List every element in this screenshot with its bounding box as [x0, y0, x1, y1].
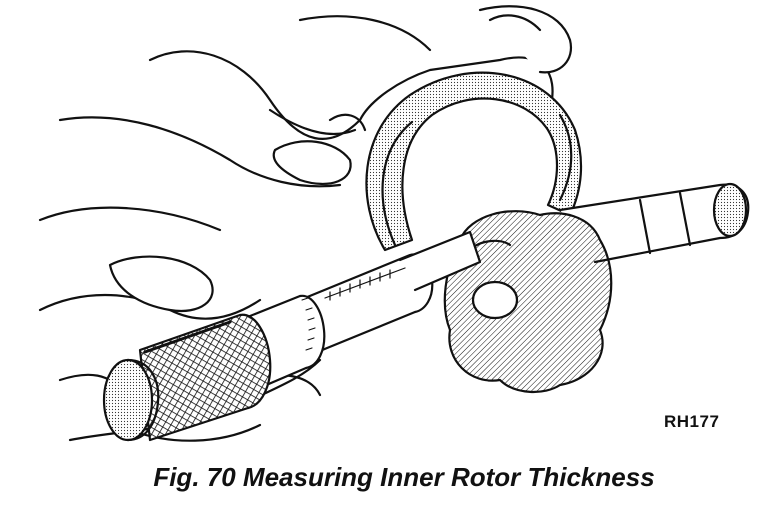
micrometer-ratchet — [102, 313, 272, 442]
inner-rotor — [443, 210, 613, 394]
upper-hand — [38, 5, 573, 232]
figure-caption: Fig. 70 Measuring Inner Rotor Thickness — [153, 462, 655, 492]
figure-reference-code: RH177 — [664, 412, 720, 431]
barrel-scale — [324, 267, 406, 301]
rotor-shaft — [558, 182, 750, 264]
